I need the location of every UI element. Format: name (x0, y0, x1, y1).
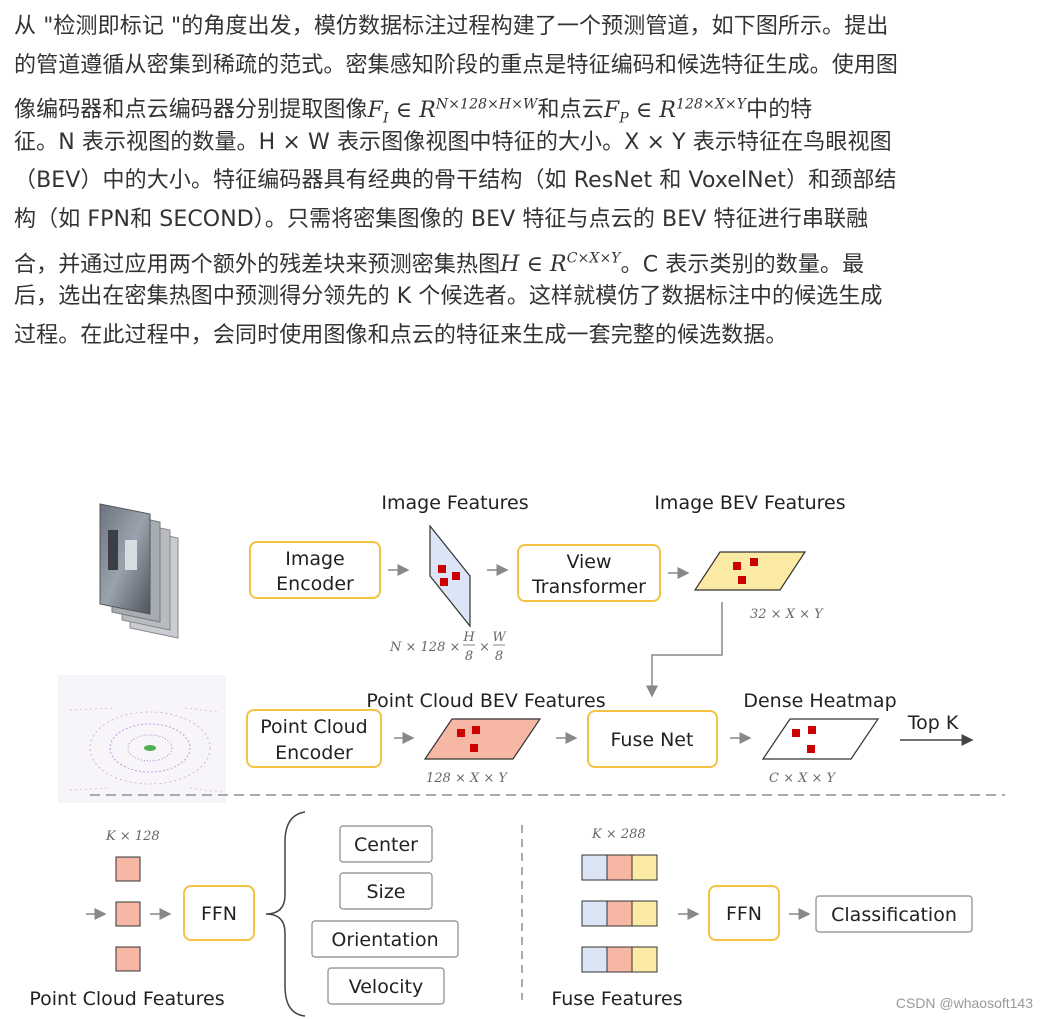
point-cloud-encoder-box: Point Cloud Encoder (246, 709, 382, 768)
brace (265, 811, 306, 1017)
pc-feature-token (115, 946, 141, 972)
point-cloud-features-label: Point Cloud Features (29, 988, 224, 1010)
image-features-label: Image Features (381, 492, 528, 514)
math-h: H ∈ RC×X×Y (500, 250, 621, 277)
svg-text:Image: Image (285, 548, 345, 570)
arrow (646, 602, 723, 698)
fuse-feature-token (581, 854, 658, 881)
image-bev-shape (693, 551, 807, 591)
svg-text:FFN: FFN (726, 903, 762, 925)
pipeline-figure: Image Features Image BEV Features Image … (29, 492, 1005, 1017)
para-line-5: （BEV）中的大小。特征编码器具有经典的骨干结构（如 ResNet 和 Voxe… (14, 168, 897, 194)
ffn-box-1: FFN (183, 885, 255, 941)
math-fi: FI ∈ RN×128×H×W (367, 96, 538, 126)
head-center-box: Center (339, 825, 433, 863)
image-features-shape (429, 524, 471, 628)
para-line-2: 的管道遵循从密集到稀疏的范式。密集感知阶段的重点是特征编码和候选特征生成。使用图 (14, 52, 899, 78)
svg-text:Velocity: Velocity (349, 976, 424, 998)
fuse-feature-token (581, 946, 658, 973)
point-cloud-thumbnail (58, 675, 226, 803)
svg-text:8: 8 (495, 649, 503, 664)
para-line-8: 后，选出在密集热图中预测得分领先的 K 个候选者。这样就模仿了数据标注中的候选生… (14, 284, 883, 310)
feature-marker (808, 726, 816, 734)
svg-text:N × 128 ×: N × 128 × (389, 640, 460, 655)
svg-text:Encoder: Encoder (276, 573, 354, 595)
fuse-net-box: Fuse Net (587, 710, 718, 768)
k288-dim: K × 288 (591, 827, 646, 842)
svg-text:8: 8 (465, 649, 473, 664)
pc-feature-token (115, 856, 141, 882)
svg-text:×: × (479, 640, 490, 655)
para-line-1: 从 "检测即标记 "的角度出发，模仿数据标注过程构建了一个预测管道，如下图所示。… (14, 14, 889, 39)
para-line-9: 过程。在此过程中，会同时使用图像和点云的特征来生成一套完整的候选数据。 (14, 322, 788, 348)
head-orientation-box: Orientation (311, 920, 459, 958)
feature-marker (457, 729, 465, 737)
feature-marker (750, 558, 758, 566)
camera-images-thumbnail (99, 503, 179, 639)
para-line-3: 像编码器和点云编码器分别提取图像FI ∈ RN×128×H×W和点云FP ∈ R… (14, 96, 813, 126)
description-paragraph: 从 "检测即标记 "的角度出发，模仿数据标注过程构建了一个预测管道，如下图所示。… (14, 8, 1036, 355)
svg-text:Point Cloud: Point Cloud (260, 716, 368, 738)
image-bev-dim: 32 × X × Y (750, 607, 824, 622)
svg-text:Transformer: Transformer (531, 576, 646, 598)
feature-marker (470, 744, 478, 752)
csdn-watermark: CSDN @whaosoft143 (895, 995, 1033, 1011)
fuse-features-label: Fuse Features (551, 988, 682, 1010)
dense-heatmap-label: Dense Heatmap (743, 690, 896, 712)
feature-marker (438, 565, 446, 573)
svg-text:Encoder: Encoder (275, 742, 353, 764)
ffn-box-2: FFN (708, 885, 780, 941)
feature-marker (452, 572, 460, 580)
image-encoder-box: Image Encoder (249, 541, 381, 599)
image-bev-features-label: Image BEV Features (654, 492, 845, 514)
svg-text:FFN: FFN (201, 903, 237, 925)
svg-text:Size: Size (366, 881, 405, 903)
pc-bev-features-label: Point Cloud BEV Features (366, 690, 605, 712)
head-size-box: Size (339, 872, 433, 910)
heatmap-dim: C × X × Y (769, 771, 837, 786)
feature-marker (792, 729, 800, 737)
feature-marker (738, 576, 746, 584)
feature-marker (807, 745, 815, 753)
feature-marker (440, 578, 448, 586)
svg-text:Orientation: Orientation (331, 929, 438, 951)
svg-text:Fuse Net: Fuse Net (611, 729, 694, 751)
head-velocity-box: Velocity (327, 967, 445, 1005)
view-transformer-box: View Transformer (517, 544, 661, 602)
top-k-label: Top K (907, 712, 959, 734)
classification-box: Classification (815, 895, 973, 933)
para-line-7: 合，并通过应用两个额外的残差块来预测密集热图H ∈ RC×X×Y。C 表示类别的… (14, 250, 865, 277)
feature-marker (472, 726, 480, 734)
para-line-6: 构（如 FPN和 SECOND）。只需将密集图像的 BEV 特征与点云的 BEV… (14, 206, 869, 232)
svg-text:Center: Center (354, 834, 418, 856)
svg-text:H: H (462, 630, 475, 645)
para-line-4: 征。N 表示视图的数量。H × W 表示图像视图中特征的大小。X × Y 表示特… (14, 129, 892, 155)
math-fp: FP ∈ R128×X×Y (603, 96, 747, 126)
svg-text:W: W (492, 630, 507, 645)
image-features-dim: N × 128 × H 8 × W 8 (389, 630, 507, 664)
pc-feature-token (115, 901, 141, 927)
svg-text:View: View (566, 551, 611, 573)
svg-text:Classification: Classification (831, 904, 957, 926)
k128-dim: K × 128 (105, 829, 160, 844)
pc-bev-dim: 128 × X × Y (426, 771, 508, 786)
fuse-feature-token (581, 900, 658, 927)
feature-marker (733, 562, 741, 570)
pc-bev-shape (423, 718, 542, 760)
dense-heatmap-shape (761, 718, 880, 760)
